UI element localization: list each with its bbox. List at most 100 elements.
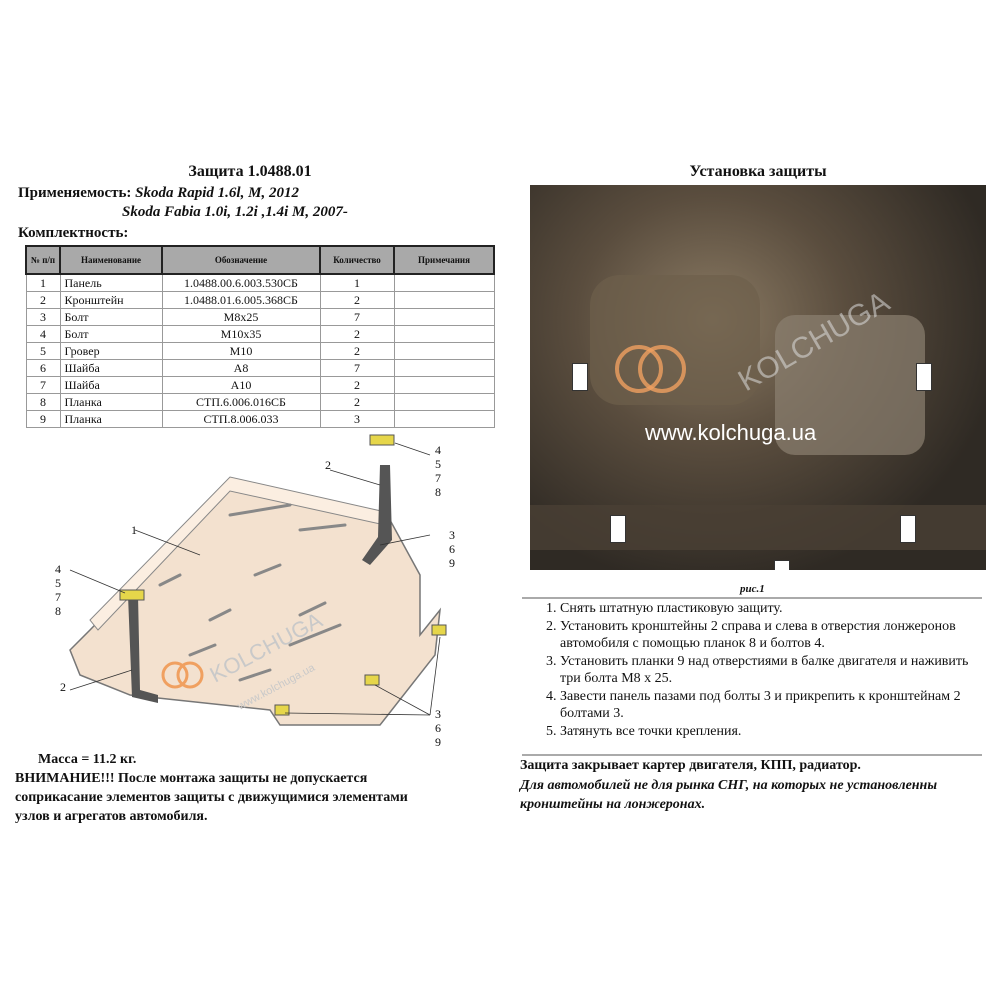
quantity: 7 — [319, 359, 395, 377]
arrow-up-icon — [900, 515, 916, 543]
bracket — [362, 465, 392, 565]
step: Завести панель пазами под болты 3 и прик… — [560, 688, 985, 723]
photo-watermark: www.kolchuga.ua — [645, 420, 817, 445]
callout-group: 4 5 7 8 — [52, 562, 64, 618]
row-number: 3 — [25, 308, 61, 326]
notes — [393, 359, 495, 377]
gearbox — [775, 315, 925, 455]
step: Снять штатную пластиковую защиту. — [560, 600, 985, 618]
callout: 4 — [55, 562, 61, 576]
applicability-label: Применяемость: — [18, 185, 132, 201]
col-header: Обозначение — [161, 245, 321, 275]
row-number: 6 — [25, 359, 61, 377]
row-number: 2 — [25, 291, 61, 309]
part-code: СТП.6.006.016СБ — [161, 393, 321, 411]
callout: 3 — [435, 707, 441, 721]
callout: 9 — [449, 556, 455, 570]
notes — [393, 376, 495, 394]
warning-text: ВНИМАНИЕ!!! После монтажа защиты не допу… — [15, 771, 408, 824]
part-name: Кронштейн — [59, 291, 163, 309]
col-header: Количество — [319, 245, 395, 275]
part-name: Болт — [59, 308, 163, 326]
callout: 3 — [449, 528, 455, 542]
quantity: 7 — [319, 308, 395, 326]
quantity: 1 — [319, 273, 395, 292]
callout: 6 — [449, 542, 455, 556]
kit-label: Комплектность: — [18, 225, 129, 241]
callout: 2 — [325, 458, 331, 472]
arrow-up-icon — [774, 560, 790, 570]
step: Затянуть все точки крепления. — [560, 723, 985, 741]
col-header: Примечания — [393, 245, 495, 275]
part-code: M10x35 — [161, 325, 321, 343]
slots — [158, 503, 347, 682]
notes — [393, 273, 495, 292]
plank — [119, 589, 145, 601]
row-number: 4 — [25, 325, 61, 343]
product-title: Защита 1.0488.01 — [188, 163, 312, 180]
plank — [274, 704, 290, 716]
mass-label: Масса = 11.2 кг. — [38, 752, 137, 767]
logo-icon — [161, 661, 189, 689]
part-name: Планка — [59, 393, 163, 411]
notes — [393, 308, 495, 326]
callout: 5 — [435, 457, 441, 471]
plank — [369, 434, 395, 446]
notes — [393, 291, 495, 309]
install-title: Установка защиты — [689, 163, 827, 180]
applicability-line: Skoda Fabia 1.0i, 1.2i ,1.4i M, 2007- — [122, 204, 348, 220]
bracket — [128, 595, 158, 703]
arrow-up-icon — [916, 363, 932, 391]
quantity: 2 — [319, 342, 395, 360]
callout: 4 — [435, 443, 441, 457]
callout: 1 — [131, 523, 137, 537]
arrow-up-icon — [610, 515, 626, 543]
quantity: 2 — [319, 393, 395, 411]
part-code: 1.0488.00.6.003.530СБ — [161, 273, 321, 292]
applicability: Применяемость: Skoda Rapid 1.6l, M, 2012 — [18, 185, 299, 202]
part-code: СТП.8.006.033 — [161, 410, 321, 428]
part-name: Гровер — [59, 342, 163, 360]
part-name: Болт — [59, 325, 163, 343]
step: Установить кронштейны 2 справа и слева в… — [560, 618, 985, 653]
row-number: 9 — [25, 410, 61, 428]
callout: 5 — [55, 576, 61, 590]
applicability-line: Skoda Rapid 1.6l, M, 2012 — [135, 185, 299, 201]
assembly-diagram: KOLCHUGA www.kolchuga.ua — [69, 434, 447, 726]
callout: 8 — [435, 485, 441, 499]
quantity: 2 — [319, 376, 395, 394]
skid-plate — [69, 484, 442, 726]
row-number: 5 — [25, 342, 61, 360]
install-photo: KOLCHUGA www.kolchuga.ua — [530, 185, 986, 570]
plank — [364, 674, 380, 686]
coverage-note: Защита закрывает картер двигателя, КПП, … — [520, 758, 861, 773]
notes — [393, 342, 495, 360]
quantity: 2 — [319, 291, 395, 309]
part-name: Шайба — [59, 376, 163, 394]
part-code: A8 — [161, 359, 321, 377]
install-steps: Снять штатную пластиковую защиту. Устано… — [515, 600, 985, 740]
row-number: 7 — [25, 376, 61, 394]
leader-lines — [69, 442, 441, 716]
market-note: Для автомобилей не для рынка СНГ, на кот… — [520, 778, 938, 812]
callout: 9 — [435, 735, 441, 749]
part-code: 1.0488.01.6.005.368СБ — [161, 291, 321, 309]
notes — [393, 325, 495, 343]
divider — [522, 597, 982, 599]
callout: 7 — [435, 471, 441, 485]
callout-group: 3 6 9 — [446, 528, 458, 570]
callout: 2 — [60, 680, 66, 694]
notes — [393, 410, 495, 428]
callout: 7 — [55, 590, 61, 604]
col-header: Наименование — [59, 245, 163, 275]
part-name: Шайба — [59, 359, 163, 377]
